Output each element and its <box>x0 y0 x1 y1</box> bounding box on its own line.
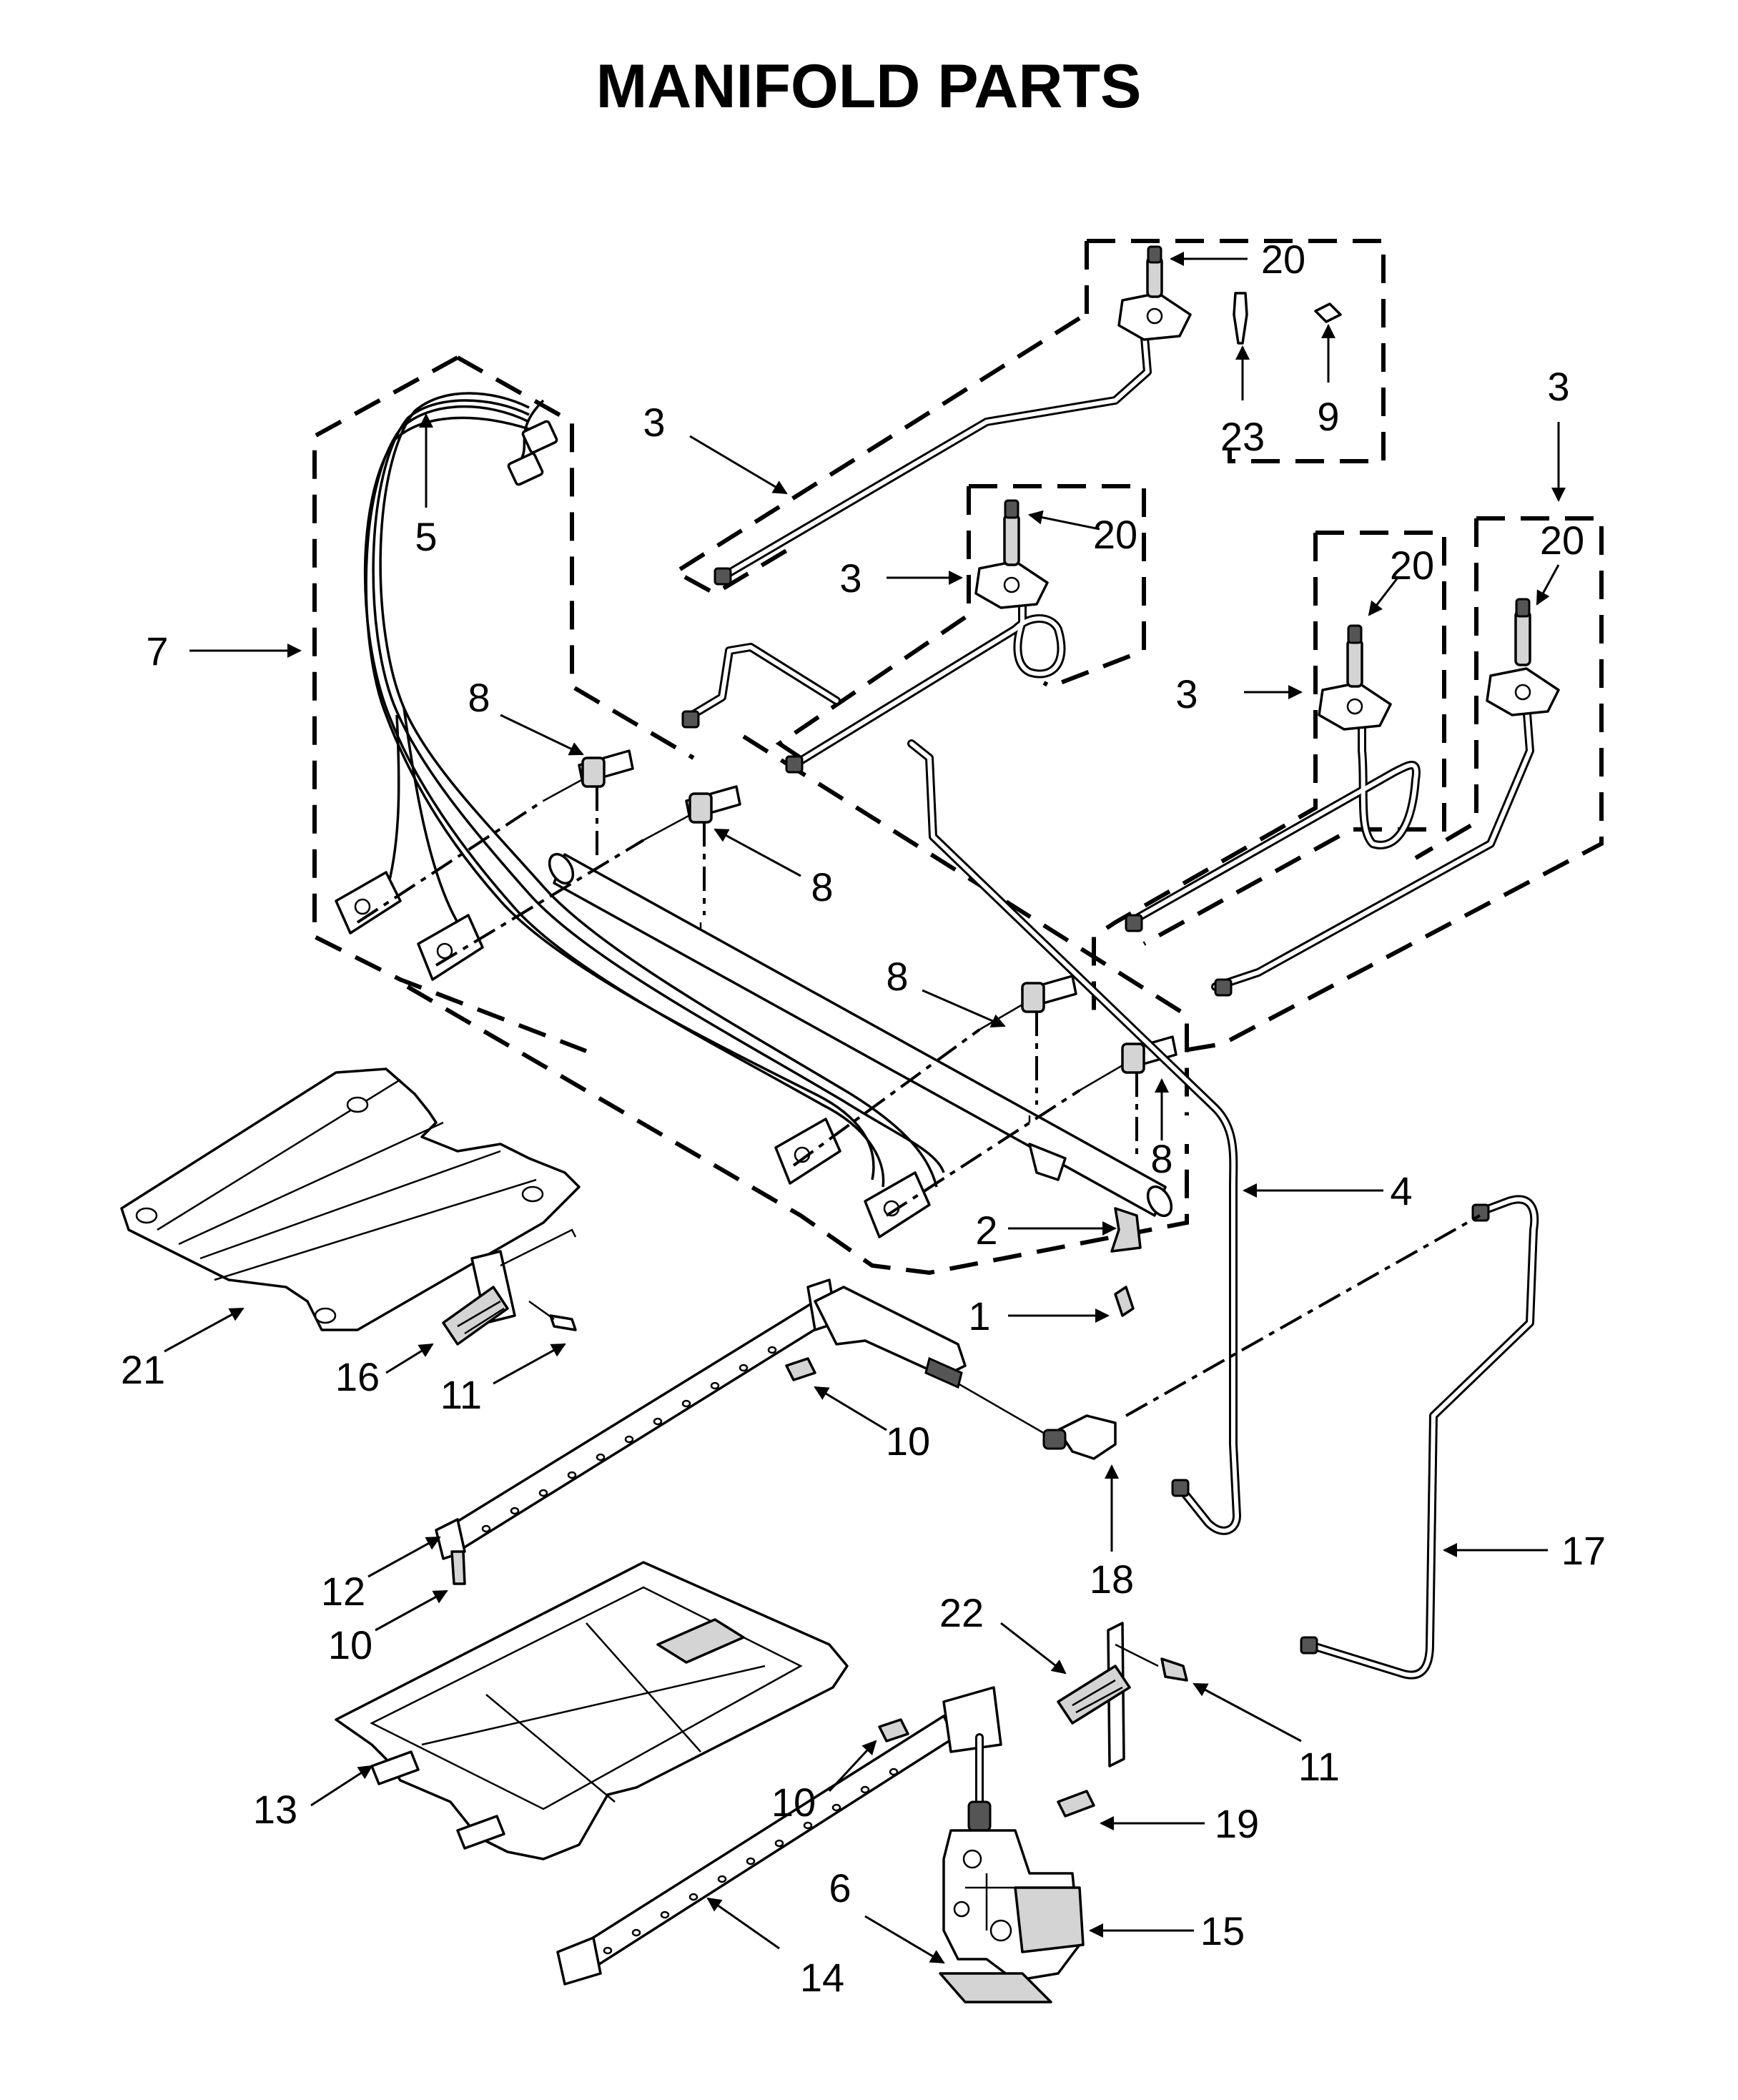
valve-probe <box>1233 292 1248 345</box>
callout-10: 10 <box>886 1419 930 1464</box>
callout-9: 9 <box>1317 394 1339 439</box>
callout-8: 8 <box>886 954 908 999</box>
callout-3: 3 <box>1175 671 1198 716</box>
dashed-box-mid-valve <box>775 484 1146 760</box>
igniter-mount-b <box>417 914 484 981</box>
callout-10: 10 <box>771 1780 816 1825</box>
oven-burner-14 <box>556 1686 1002 1986</box>
valve-label-plate <box>939 1972 1052 2003</box>
igniter-mount-a <box>335 871 402 935</box>
igniter-mount-d <box>864 1171 931 1238</box>
burner-valves <box>974 245 1560 731</box>
callout-20: 20 <box>1261 237 1305 282</box>
callout-12: 12 <box>321 1569 365 1614</box>
callout-13: 13 <box>253 1787 297 1832</box>
dashed-box-top-tube <box>671 316 1081 596</box>
burner-baffle-13 <box>335 1561 849 1860</box>
burner-valve-top <box>1117 245 1192 341</box>
orifice-holder-d <box>1079 1035 1177 1092</box>
callout-5: 5 <box>415 514 437 559</box>
wire-harness <box>335 392 945 1238</box>
callout-8: 8 <box>1150 1136 1172 1181</box>
callout-10: 10 <box>328 1622 372 1667</box>
callout-20: 20 <box>1390 543 1434 588</box>
callout-8: 8 <box>468 675 490 720</box>
dashed-box-right-valve-a <box>1092 531 1446 1015</box>
igniter-22 <box>1057 1622 1188 1768</box>
callout-2: 2 <box>975 1208 997 1253</box>
callout-19: 19 <box>1215 1801 1259 1846</box>
callout-3: 3 <box>1547 364 1569 409</box>
leader-lines <box>164 252 1566 1964</box>
dashed-group-boxes <box>312 239 1604 1276</box>
orifice-holder-b <box>643 785 741 842</box>
burner-shield-21 <box>120 1068 581 1331</box>
harness-connector-a <box>521 420 558 454</box>
orifice-holder-a <box>543 749 634 802</box>
orifice-holders <box>356 749 1177 1217</box>
dashed-box-top-valve <box>1078 239 1386 463</box>
callout-20: 20 <box>1093 512 1137 557</box>
oven-burner-12 <box>435 1278 1135 1560</box>
dashed-box-right-valve-b <box>1179 516 1604 1053</box>
callout-11: 11 <box>440 1372 482 1417</box>
page-title: MANIFOLD PARTS <box>596 52 1142 121</box>
callout-3: 3 <box>839 556 861 601</box>
tube-fittings <box>681 567 1490 1655</box>
callout-14: 14 <box>800 1955 844 2000</box>
callout-11: 11 <box>1298 1744 1340 1789</box>
alignment-line-17 <box>1125 1214 1481 1417</box>
gas-tubes <box>681 325 1539 1680</box>
callout-3: 3 <box>643 400 665 445</box>
callout-16: 16 <box>335 1354 380 1399</box>
orifice-holder-c <box>979 975 1077 1031</box>
callout-6: 6 <box>829 1865 851 1911</box>
callout-7: 7 <box>146 628 168 674</box>
manifold-pipe <box>548 852 1173 1253</box>
harness-connector-b <box>507 452 544 486</box>
callout-23: 23 <box>1220 414 1265 459</box>
screw-10-lower <box>450 1550 466 1585</box>
callout-17: 17 <box>1561 1528 1606 1573</box>
manifold-bracket <box>1110 1207 1142 1253</box>
dashed-box-harness <box>312 355 695 1053</box>
callout-18: 18 <box>1090 1557 1134 1602</box>
burner-valve-right-a <box>1318 624 1392 731</box>
callout-15: 15 <box>1200 1908 1245 1953</box>
callout-labels: 20 23 9 3 3 5 20 3 20 20 7 8 3 8 8 8 4 2… <box>121 237 1606 2000</box>
valve-clip <box>1314 302 1342 323</box>
gas-safety-valve-15 <box>939 1790 1095 2003</box>
callout-21: 21 <box>121 1347 165 1392</box>
callout-8: 8 <box>811 864 833 909</box>
igniter-mount-c <box>774 1118 841 1185</box>
callout-22: 22 <box>939 1590 984 1635</box>
burner-valve-right-b <box>1486 598 1560 716</box>
igniter-16 <box>442 1228 577 1346</box>
callout-4: 4 <box>1390 1168 1412 1213</box>
callout-20: 20 <box>1540 518 1584 563</box>
callout-1: 1 <box>968 1293 990 1339</box>
burner-valve-mid <box>974 499 1049 609</box>
